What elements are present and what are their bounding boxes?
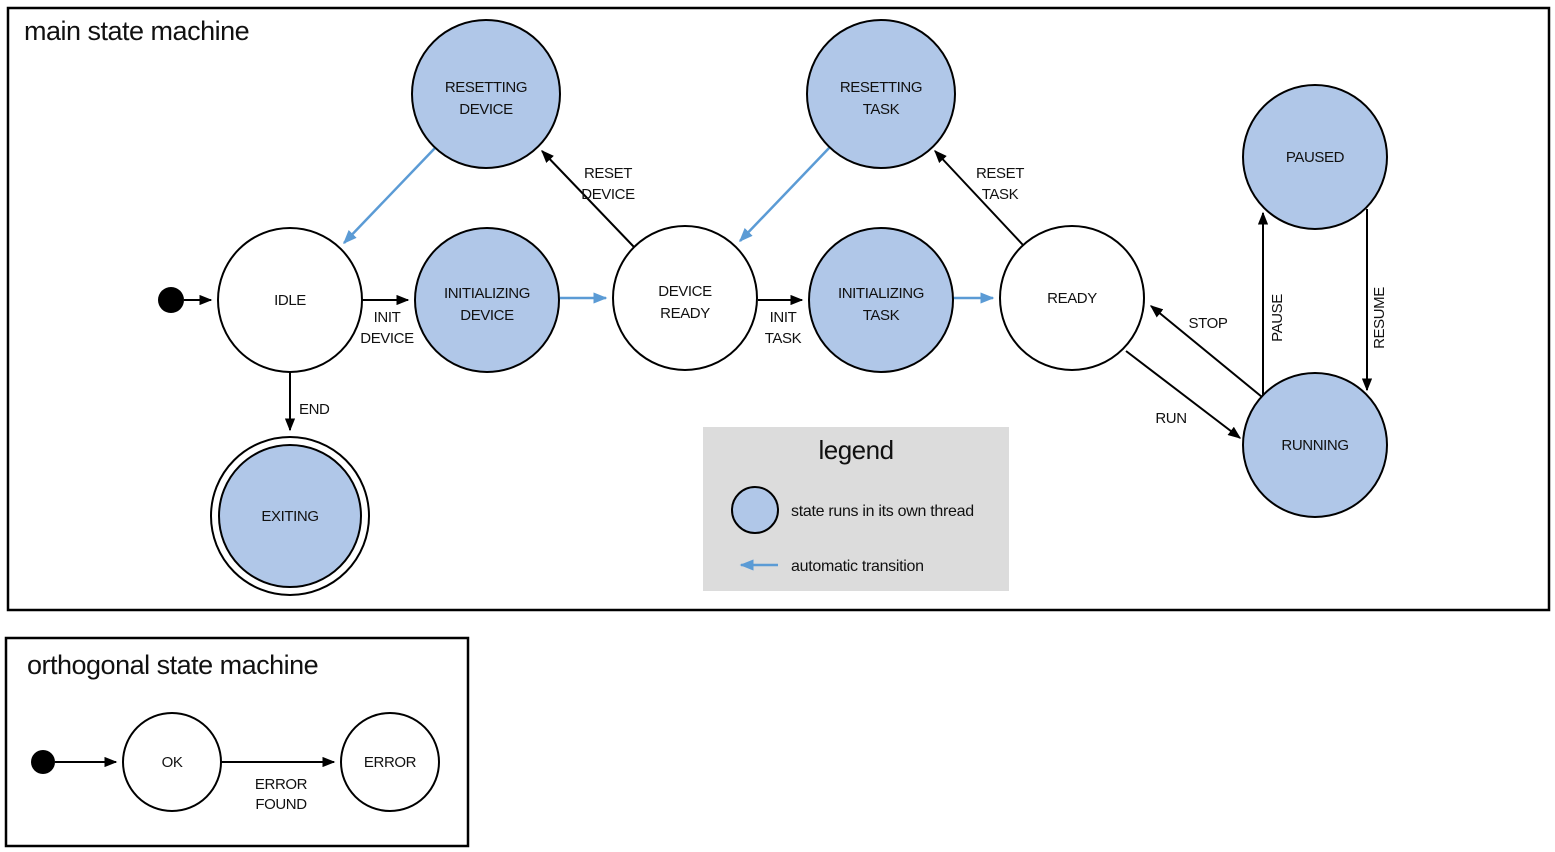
label-error-found-line1: ERROR <box>255 776 308 793</box>
state-running-label: RUNNING <box>1281 437 1348 454</box>
state-running: RUNNING <box>1242 372 1388 518</box>
state-error-circle <box>340 712 440 812</box>
legend-threaded-state-label: state runs in its own thread <box>791 503 974 520</box>
label-end: END <box>299 401 330 418</box>
legend-automatic-transition-label: automatic transition <box>791 558 924 575</box>
state-resetting-task-circle <box>806 19 956 169</box>
state-device-ready-label-line1: DEVICE <box>658 283 712 300</box>
state-paused: PAUSED <box>1242 84 1388 230</box>
automatic-transitions-main <box>343 146 995 304</box>
label-init-task-line2: TASK <box>765 330 802 347</box>
state-error: ERROR <box>340 712 440 812</box>
state-exiting-final: EXITING <box>210 436 370 596</box>
state-resetting-task-label-line2: TASK <box>863 101 900 118</box>
edge-resetting-device-to-idle-auto <box>343 147 436 245</box>
state-resetting-device-label-line1: RESETTING <box>445 79 527 96</box>
orthogonal-frame-title: orthogonal state machine <box>27 650 318 680</box>
state-initializing-task-label-line2: TASK <box>863 307 900 324</box>
label-reset-task-line2: TASK <box>982 186 1019 203</box>
main-frame-title: main state machine <box>24 16 249 46</box>
label-stop: STOP <box>1189 315 1228 332</box>
state-initializing-task: INITIALIZING TASK <box>808 227 954 373</box>
label-init-device-line1: INIT <box>374 309 401 326</box>
state-ready-circle <box>999 225 1145 371</box>
label-init-task-line1: INIT <box>770 309 797 326</box>
state-device-ready-circle <box>612 225 758 371</box>
state-idle-label: IDLE <box>274 292 306 309</box>
state-ready: READY <box>999 225 1145 371</box>
edge-device-ready-to-resetting-device <box>541 150 635 248</box>
legend-title: legend <box>818 435 893 465</box>
label-resume: RESUME <box>1371 287 1388 349</box>
state-running-circle <box>1242 372 1388 518</box>
edge-ready-to-running-run <box>1125 350 1242 439</box>
state-initializing-device-circle <box>414 227 560 373</box>
state-idle: IDLE <box>217 227 363 373</box>
state-ok: OK <box>122 712 222 812</box>
state-device-ready-label-line2: READY <box>660 305 710 322</box>
state-initializing-device-label-line1: INITIALIZING <box>444 285 530 302</box>
label-reset-task-line1: RESET <box>976 165 1024 182</box>
state-ok-label: OK <box>162 754 183 771</box>
label-error-found-line2: FOUND <box>255 796 307 813</box>
transition-labels-main: INIT DEVICE END RESET DEVICE INIT TASK R… <box>299 165 1388 427</box>
state-initializing-device-label-line2: DEVICE <box>460 307 514 324</box>
state-resetting-device-label-line2: DEVICE <box>459 101 513 118</box>
initial-state-orthogonal <box>31 750 118 774</box>
legend: legend state runs in its own thread auto… <box>703 427 1009 591</box>
state-resetting-device-circle <box>411 19 561 169</box>
state-initializing-task-label-line1: INITIALIZING <box>838 285 924 302</box>
label-reset-device-line2: DEVICE <box>581 186 635 203</box>
edge-running-to-ready-stop <box>1149 305 1263 398</box>
state-resetting-task: RESETTING TASK <box>806 19 956 169</box>
state-exiting-label: EXITING <box>261 508 318 525</box>
label-reset-device-line1: RESET <box>584 165 632 182</box>
state-resetting-device: RESETTING DEVICE <box>411 19 561 169</box>
state-idle-circle <box>217 227 363 373</box>
initial-dot <box>158 287 184 313</box>
state-initializing-device: INITIALIZING DEVICE <box>414 227 560 373</box>
edge-resetting-task-to-device-ready-auto <box>739 146 831 243</box>
state-paused-circle <box>1242 84 1388 230</box>
transitions-main <box>284 150 1373 439</box>
state-exiting-inner-circle <box>218 444 362 588</box>
label-run: RUN <box>1155 410 1186 427</box>
initial-dot-orthogonal <box>31 750 55 774</box>
state-error-label: ERROR <box>364 754 417 771</box>
state-paused-label: PAUSED <box>1286 149 1345 166</box>
state-resetting-task-label-line1: RESETTING <box>840 79 922 96</box>
state-ready-label: READY <box>1047 290 1097 307</box>
initial-state-main <box>158 287 213 313</box>
label-init-device-line2: DEVICE <box>360 330 414 347</box>
state-initializing-task-circle <box>808 227 954 373</box>
legend-threaded-state-icon <box>731 486 779 534</box>
label-pause: PAUSE <box>1269 294 1286 342</box>
state-device-ready: DEVICE READY <box>612 225 758 371</box>
edge-ready-to-resetting-task <box>934 150 1024 246</box>
